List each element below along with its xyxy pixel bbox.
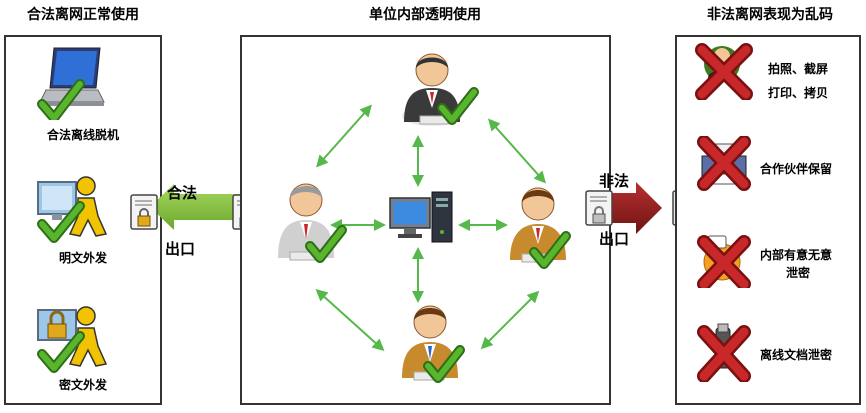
monitor-user-check-icon (34, 174, 114, 244)
illegal-exit-label-1: 非法 (599, 172, 630, 190)
warning-cross-icon (694, 232, 754, 288)
right-item-label-3b: 泄密 (786, 266, 811, 280)
legal-exit-label-2: 出口 (165, 240, 196, 258)
left-item-label-1: 合法离线脱机 (46, 128, 119, 142)
right-item-label-1b: 打印、拷贝 (768, 86, 829, 100)
right-item-label-3a: 内部有意无意 (760, 248, 833, 262)
encrypted-document-icon (130, 194, 160, 232)
right-item-label-1a: 拍照、截屏 (768, 62, 829, 76)
left-item-label-3: 密文外发 (58, 378, 107, 392)
network-connections (240, 35, 611, 405)
right-user-icon (500, 180, 590, 272)
illegal-exit-label-2: 出口 (599, 230, 630, 248)
left-item-label-2: 明文外发 (58, 251, 107, 265)
server-computer-icon (388, 188, 456, 248)
left-user-icon (264, 174, 354, 270)
usb-cross-icon (694, 322, 754, 382)
right-item-label-2a: 合作伙伴保留 (760, 162, 833, 176)
encrypted-document-icon (585, 190, 615, 228)
right-item-label-4a: 离线文档泄密 (760, 348, 833, 362)
legal-exit-arrow-icon (150, 184, 242, 230)
left-panel-title: 合法离网正常使用 (27, 7, 139, 23)
lock-user-check-icon (34, 304, 114, 374)
legal-exit-label-1: 合法 (167, 184, 198, 202)
top-user-icon (390, 46, 480, 132)
printer-cross-icon (694, 136, 754, 192)
right-panel-title: 非法离网表现为乱码 (707, 7, 833, 23)
person-cross-icon (694, 42, 754, 100)
laptop-check-icon (36, 44, 108, 120)
center-panel-title: 单位内部透明使用 (369, 7, 481, 23)
bottom-user-icon (388, 300, 478, 388)
